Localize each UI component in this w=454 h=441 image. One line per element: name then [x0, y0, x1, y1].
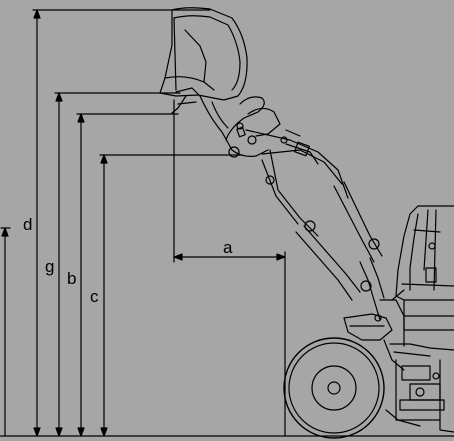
bucket: [159, 7, 248, 114]
dimension-a: [173, 99, 286, 437]
label-a: a: [223, 238, 233, 257]
dimension-d: [22, 9, 211, 437]
dimension-b: [76, 113, 179, 437]
operator-cab: [395, 205, 454, 331]
hydraulic-cylinders: [295, 181, 385, 321]
dimension-g: [54, 92, 181, 437]
label-g: g: [45, 257, 54, 276]
dimension-i: [0, 227, 11, 437]
front-wheel: [283, 337, 385, 439]
rear-body: [385, 343, 454, 433]
label-d: d: [23, 215, 32, 234]
label-b: b: [67, 269, 76, 288]
label-c: c: [90, 287, 99, 306]
lift-arm: [199, 95, 349, 237]
dimension-c: [99, 154, 241, 437]
chassis-frame: [343, 289, 405, 371]
